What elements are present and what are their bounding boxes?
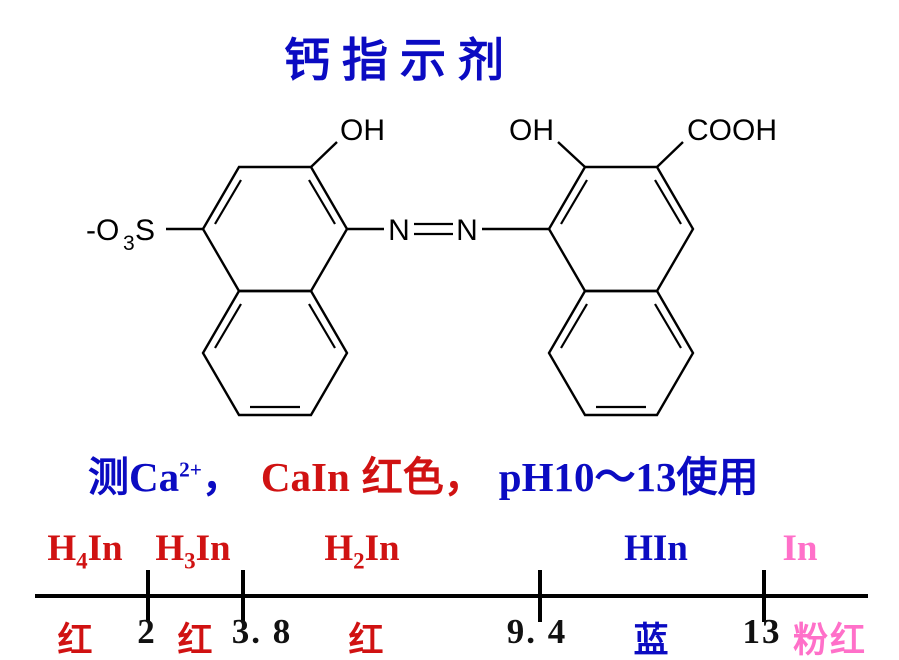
ph-value: 3. 8 — [231, 612, 293, 651]
ph-axis-line — [35, 594, 868, 598]
bond — [557, 141, 586, 168]
species-tail: In — [782, 528, 818, 569]
species-h3in: H3In — [155, 527, 230, 574]
right-naphthalene — [547, 165, 695, 417]
azo-n2-label: N — [456, 214, 478, 247]
carboxyl-group: COOH — [656, 114, 777, 168]
page-title: 钙指示剂 — [284, 34, 516, 86]
sulfo-label-s: S — [135, 214, 155, 247]
ph-color-label: 粉红 — [792, 621, 868, 660]
species-tail: In — [87, 528, 123, 569]
left-naphthalene — [201, 165, 349, 417]
species-tail: HIn — [624, 528, 688, 569]
oh-label-left: OH — [340, 114, 385, 147]
caption-color-word: 红色 — [361, 454, 444, 500]
caption-comma-2: ， — [443, 454, 485, 500]
azo-n1-label: N — [388, 214, 410, 247]
oh-label-right: OH — [509, 114, 554, 147]
ph-color-label: 红 — [177, 621, 215, 660]
sulfonate-group: -O 3 S — [86, 214, 203, 255]
ph-color-label: 红 — [57, 621, 95, 660]
species-sub: 4 — [76, 548, 88, 574]
species-base: H — [324, 528, 354, 569]
species-h2in: H2In — [324, 527, 399, 574]
species-sub: 2 — [353, 548, 365, 574]
caption-cain: CaIn — [260, 454, 350, 500]
ph-tick-9-4 — [538, 570, 542, 622]
double-bond — [654, 179, 682, 225]
species-base: H — [155, 528, 185, 569]
ph-color-label: 红 — [348, 621, 386, 660]
caption-comma-1: ， — [201, 454, 243, 500]
sulfo-label-prefix: -O — [86, 214, 119, 247]
species-in: In — [783, 527, 818, 574]
species-base: H — [47, 528, 77, 569]
double-bond — [308, 179, 336, 225]
cooh-label: COOH — [687, 114, 777, 147]
species-hin: HIn — [624, 527, 688, 574]
right-lower-ring — [547, 289, 695, 417]
double-bond — [308, 303, 336, 349]
double-bond — [214, 303, 242, 349]
double-bond — [560, 179, 588, 225]
bond — [310, 141, 338, 168]
double-bond — [560, 303, 588, 349]
caption-ph-usage: pH10～13使用 — [498, 454, 759, 500]
species-tail: In — [195, 528, 231, 569]
left-lower-ring — [201, 289, 349, 417]
caption-charge: 2+ — [179, 457, 202, 482]
ph-value: 9. 4 — [506, 612, 568, 651]
bond — [656, 141, 684, 168]
ph-tick-13 — [762, 570, 766, 622]
hydroxyl-group-right: OH — [509, 114, 586, 168]
double-bond — [214, 179, 242, 225]
caption-ca: 测Ca — [88, 454, 180, 500]
left-upper-ring — [201, 165, 349, 293]
ph-tick-3-8 — [241, 570, 245, 622]
hydroxyl-group-left: OH — [310, 114, 385, 168]
ph-value: 2 — [137, 612, 157, 651]
right-upper-ring — [547, 165, 695, 293]
ph-tick-2 — [146, 570, 150, 622]
azo-bridge: N N — [347, 214, 549, 247]
caption-measure: 测Ca2+， — [88, 454, 243, 500]
species-h4in: H4In — [47, 527, 122, 574]
species-tail: In — [364, 528, 400, 569]
double-bond — [654, 303, 682, 349]
sulfo-label-subscript: 3 — [123, 232, 135, 255]
species-sub: 3 — [184, 548, 196, 574]
ph-value: 13 — [742, 612, 782, 651]
ph-color-label: 蓝 — [633, 621, 671, 660]
